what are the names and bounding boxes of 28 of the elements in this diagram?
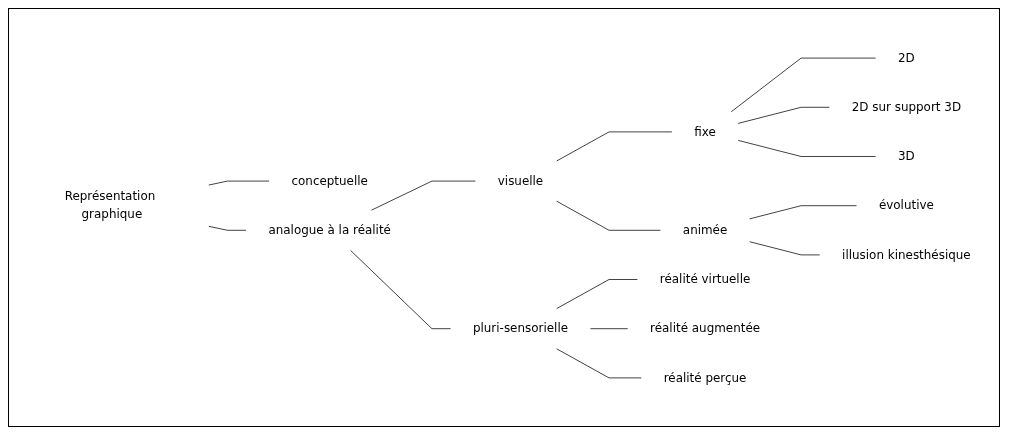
connector (350, 249, 451, 329)
node-text: 2D sur support 3D (851, 99, 962, 114)
connector (556, 347, 642, 378)
connector (208, 180, 270, 185)
connector (737, 139, 876, 157)
node-text: animée (682, 222, 728, 237)
node-text: réalité augmentée (650, 320, 761, 335)
node-text: Représentation graphique (64, 188, 156, 221)
connector (208, 225, 247, 231)
connector (371, 180, 476, 211)
node-text: pluri-sensorielle (472, 320, 569, 335)
connector (737, 106, 830, 124)
connector (749, 240, 821, 255)
node-text: fixe (694, 123, 716, 139)
node-text: évolutive (878, 197, 934, 212)
connector (556, 131, 673, 161)
node-text: réalité perçue (663, 369, 747, 385)
node-text: visuelle (497, 173, 544, 188)
node-text: illusion kinesthésique (842, 246, 971, 262)
connector (556, 200, 661, 231)
node-text: analogue à la réalité (268, 222, 391, 237)
node-text: 3D (897, 148, 915, 163)
node-text: conceptuelle (291, 173, 368, 188)
connector (556, 278, 638, 309)
connector (749, 204, 857, 219)
node-text: réalité virtuelle (659, 271, 751, 286)
node-text: 2D (897, 50, 915, 65)
connector (730, 57, 876, 112)
